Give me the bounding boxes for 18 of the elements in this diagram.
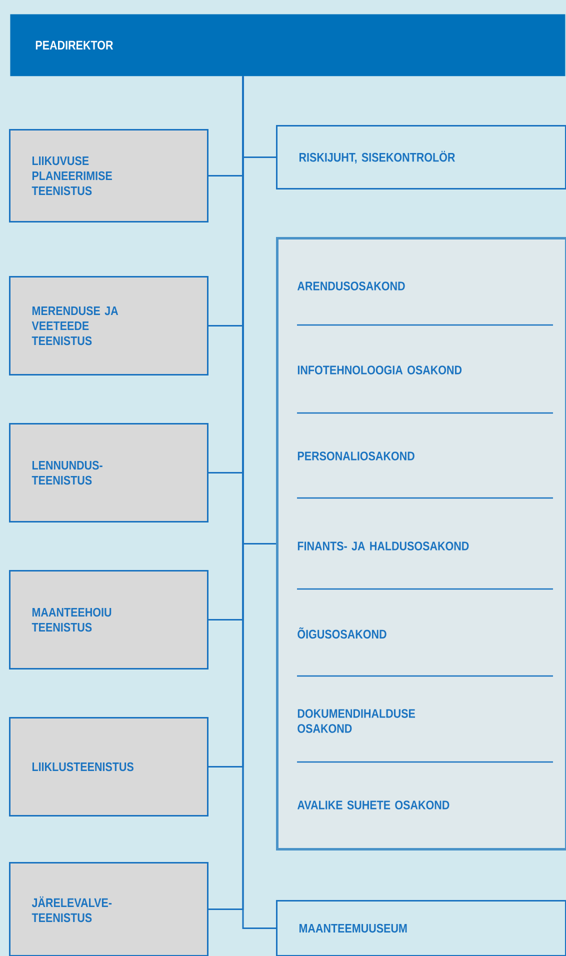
department-label: INFOTEHNOLOOGIA OSAKOND	[298, 366, 462, 374]
header-bar: PEADIREKTOR	[10, 14, 566, 76]
connector	[242, 76, 276, 929]
department-panel	[276, 237, 566, 850]
service-box: JÄRELEVALVE-TEENISTUS	[9, 862, 208, 956]
department-label: DOKUMENDIHALDUSE OSAKOND	[298, 709, 416, 733]
service-box: LIIKLUSTEENISTUS	[9, 717, 208, 816]
department-label: FINANTS- JA HALDUSOSAKOND	[298, 542, 469, 550]
department-label: PERSONALIOSAKOND	[298, 452, 414, 460]
service-box: MAANTEEHOIU TEENISTUS	[9, 570, 208, 670]
unit-box: RISKIJUHT, SISEKONTROLÖR	[276, 125, 566, 190]
unit-box: MAANTEEMUUSEUM	[276, 900, 566, 956]
service-box: LIIKUVUSE PLANEERIMISE TEENISTUS	[9, 129, 208, 222]
service-box: LENNUNDUS-TEENISTUS	[9, 423, 208, 522]
service-box: MERENDUSE JA VEETEEDE TEENISTUS	[9, 276, 208, 376]
department-label: ÕIGUSOSAKOND	[298, 627, 386, 639]
department-label: ARENDUSOSAKOND	[297, 282, 405, 290]
department-label: AVALIKE SUHETE OSAKOND	[297, 800, 450, 810]
